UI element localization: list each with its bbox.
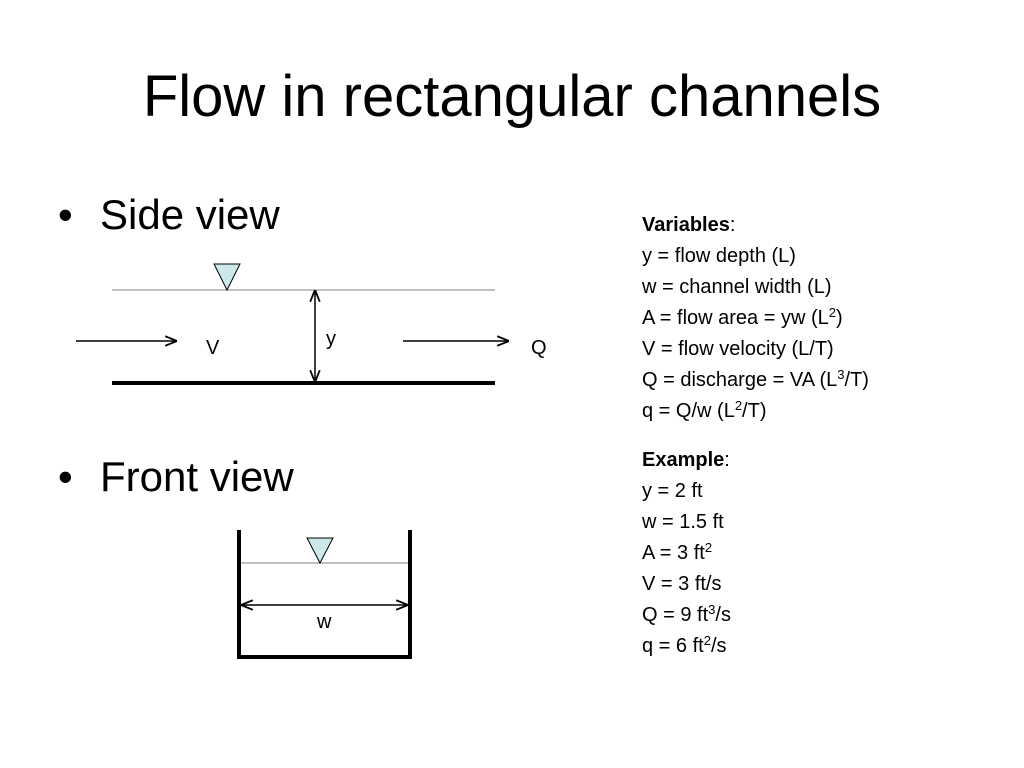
- variables-heading: Variables:: [642, 214, 736, 236]
- line-text: w = channel width (L): [642, 276, 832, 298]
- superscript: 2: [703, 633, 711, 648]
- line-text: Q = 9 ft: [642, 604, 709, 626]
- line-text: Q = discharge = VA (L: [642, 369, 838, 391]
- variable-line: y = flow depth (L): [642, 241, 1002, 272]
- bullet-dot-icon: •: [58, 191, 73, 238]
- superscript: 2: [828, 305, 836, 320]
- side-view-diagram: V y Q: [76, 263, 547, 385]
- line-text: w = 1.5 ft: [642, 511, 724, 533]
- line-text: A = flow area = yw (L: [642, 307, 829, 329]
- line-text: y = 2 ft: [642, 480, 703, 502]
- line-text: V = 3 ft/s: [642, 573, 722, 595]
- label-discharge: Q: [531, 337, 547, 359]
- line-text: /s: [715, 604, 731, 626]
- bullet-side-view-label: Side view: [100, 191, 280, 238]
- side-water-level-triangle-icon: [213, 263, 241, 292]
- line-text: /T): [742, 400, 767, 422]
- line-text: V = flow velocity (L/T): [642, 338, 834, 360]
- superscript: 2: [734, 398, 743, 413]
- variable-line: Q = discharge = VA (L3/T): [642, 365, 1002, 396]
- superscript: 3: [837, 367, 845, 382]
- bullet-dot-icon: •: [58, 453, 73, 500]
- superscript: 2: [704, 540, 713, 555]
- line-text: ): [836, 307, 843, 329]
- label-depth: y: [326, 328, 336, 350]
- superscript: 3: [708, 602, 716, 617]
- bullet-front-view-label: Front view: [100, 453, 294, 500]
- line-text: q = 6 ft: [642, 635, 704, 657]
- example-line: w = 1.5 ft: [642, 507, 1002, 538]
- example-line: V = 3 ft/s: [642, 569, 1002, 600]
- front-water-level-triangle-icon: [306, 537, 334, 565]
- example-heading: Example:: [642, 449, 730, 471]
- line-text: y = flow depth (L): [642, 245, 796, 267]
- variable-line: q = Q/w (L2/T): [642, 396, 1002, 427]
- slide-title: Flow in rectangular channels: [142, 64, 882, 129]
- example-line: y = 2 ft: [642, 476, 1002, 507]
- variable-line: V = flow velocity (L/T): [642, 334, 1002, 365]
- line-text: /s: [710, 635, 727, 657]
- example-line: q = 6 ft2/s: [642, 631, 1002, 662]
- example-line: A = 3 ft2: [642, 538, 1002, 569]
- label-velocity: V: [206, 337, 220, 359]
- variables-list: y = flow depth (L) w = channel width (L) A…: [642, 241, 1002, 427]
- front-view-diagram: w: [237, 530, 412, 659]
- variable-line: A = flow area = yw (L2): [642, 303, 1002, 334]
- bullet-side-view: • Side view: [58, 190, 280, 240]
- line-text: q = Q/w (L: [642, 400, 735, 422]
- variable-line: w = channel width (L): [642, 272, 1002, 303]
- info-panel: Variables: y = flow depth (L) w = channel…: [642, 210, 1002, 662]
- line-text: /T): [844, 369, 869, 391]
- front-channel-walls: [237, 530, 412, 659]
- line-text: A = 3 ft: [642, 542, 705, 564]
- bullet-front-view: • Front view: [58, 452, 294, 502]
- example-line: Q = 9 ft3/s: [642, 600, 1002, 631]
- label-width: w: [316, 611, 332, 633]
